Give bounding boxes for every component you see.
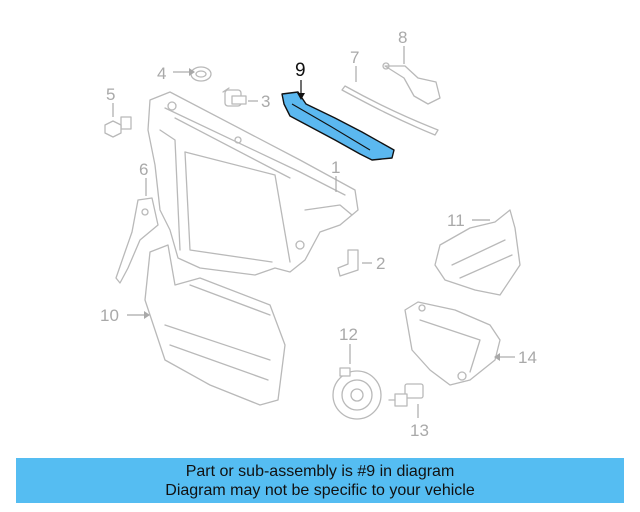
callout-13: 13 (410, 421, 429, 440)
callout-3: 3 (261, 92, 270, 111)
part-9-highlighted (281, 91, 395, 161)
part-14-carrier-plate (404, 301, 501, 386)
callout-9: 9 (295, 60, 306, 81)
callout-7: 7 (350, 48, 359, 67)
part-7-trim-strip (341, 85, 439, 136)
callout-10: 10 (100, 306, 119, 325)
callout-8: 8 (398, 28, 407, 47)
info-banner: Part or sub-assembly is #9 in diagram Di… (16, 458, 624, 503)
banner-line-2: Diagram may not be specific to your vehi… (165, 481, 475, 499)
callout-12: 12 (339, 325, 358, 344)
part-6-bracket (115, 197, 159, 284)
arrow-4 (189, 68, 195, 76)
part-12-horn (332, 367, 382, 420)
arrow-9 (297, 93, 305, 100)
callout-4: 4 (157, 64, 166, 83)
callout-6: 6 (139, 160, 148, 179)
part-2-bracket (337, 249, 359, 277)
part-10-lower-shroud (144, 244, 286, 406)
part-1-radiator-support (147, 91, 359, 276)
callout-14: 14 (518, 348, 537, 367)
arrow-14 (494, 353, 500, 361)
part-11-deflector (434, 209, 521, 296)
part-3-sensor (222, 87, 247, 107)
callout-1: 1 (331, 158, 340, 177)
part-4-clip (190, 66, 212, 82)
part-8-latch (382, 62, 441, 105)
callout-11: 11 (447, 211, 465, 230)
callout-2: 2 (376, 254, 385, 273)
banner-line-1: Part or sub-assembly is #9 in diagram (185, 462, 455, 480)
arrow-10 (144, 311, 150, 319)
part-13-sensor (388, 383, 424, 407)
part-5-bolt (104, 116, 132, 138)
parts-diagram: 4 3 5 1 6 2 7 (100, 28, 537, 440)
callout-5: 5 (106, 85, 115, 104)
